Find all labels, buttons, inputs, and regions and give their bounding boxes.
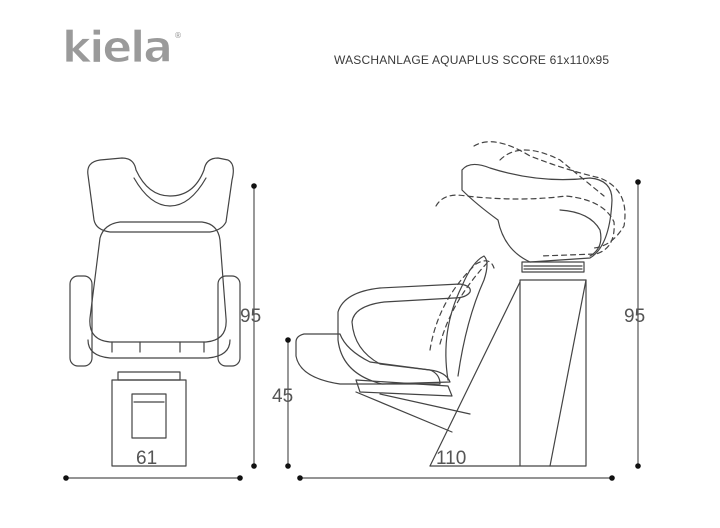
- side-basin: [461, 163, 613, 263]
- front-height-label: 95: [240, 306, 262, 327]
- side-seat-base: [355, 379, 453, 397]
- product-title: WASCHANLAGE AQUAPLUS SCORE 61x110x95: [334, 53, 610, 67]
- side-seat-support: [355, 391, 471, 433]
- side-seat-height-label: 45: [272, 386, 294, 407]
- logo-wordmark: kiela: [62, 22, 171, 68]
- side-backrest-tilt-2: [439, 261, 489, 345]
- side-connector: [559, 209, 602, 257]
- front-basin-inner: [133, 177, 207, 207]
- side-basin-tilt-2: [435, 194, 615, 257]
- front-armrest-right: [217, 275, 241, 367]
- front-seat-band: [111, 341, 205, 353]
- front-pedestal: [117, 371, 181, 381]
- front-view: [69, 157, 241, 467]
- front-seat: [87, 339, 231, 359]
- side-height-label: 95: [624, 306, 646, 327]
- side-base-slope: [429, 279, 587, 467]
- front-armrest-left: [69, 275, 93, 367]
- side-armrest: [337, 283, 471, 385]
- kiela-logo: kiela ®: [61, 21, 182, 73]
- side-neck-ring: [521, 261, 585, 273]
- side-basin-tilt-3: [499, 149, 605, 197]
- side-base: [429, 279, 587, 467]
- registered-mark: ®: [174, 31, 182, 40]
- side-backrest: [445, 255, 488, 381]
- front-width-label: 61: [136, 448, 158, 469]
- front-height-dimension: [251, 183, 257, 469]
- front-base: [111, 379, 187, 467]
- side-seat: [295, 333, 441, 385]
- side-length-label: 110: [436, 448, 467, 469]
- front-basin: [87, 157, 234, 233]
- side-backrest-tilt: [429, 260, 495, 351]
- side-basin-tilt-1: [473, 141, 626, 249]
- side-length-dimension: [297, 475, 615, 481]
- front-width-dimension: [63, 475, 243, 481]
- front-backrest: [89, 221, 227, 343]
- front-foot-panel: [131, 393, 167, 439]
- kiela-logo-mark: kiela ®: [61, 21, 182, 73]
- side-view: [295, 141, 626, 467]
- side-seat-height-dimension: [285, 337, 291, 469]
- side-height-dimension: [635, 179, 641, 469]
